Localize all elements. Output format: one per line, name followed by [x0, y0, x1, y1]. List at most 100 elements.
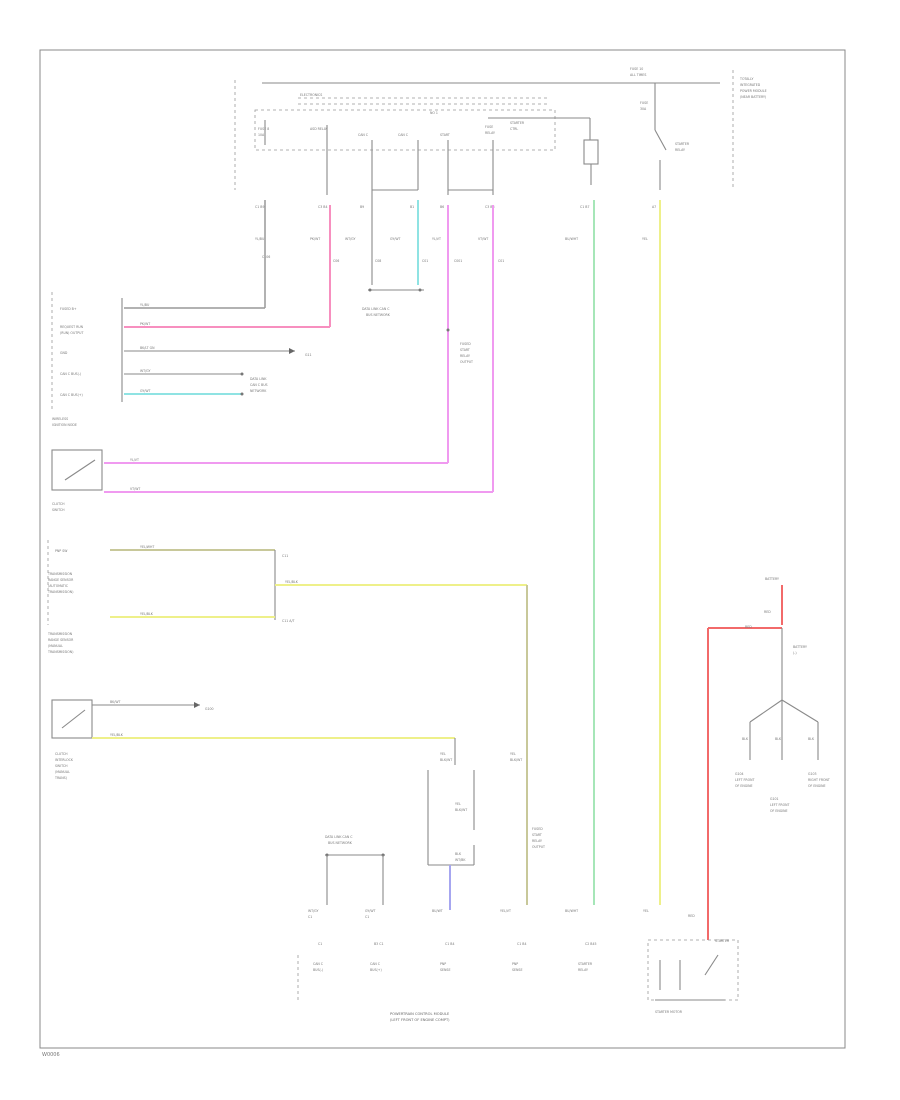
pcm-internal-circuit: YEL BLK/WT YEL BLK/WT BLK WT/BK YEL BLK/… [427, 752, 545, 910]
svg-text:WT/GY: WT/GY [308, 909, 318, 913]
svg-text:(MANUAL: (MANUAL [48, 644, 63, 648]
svg-text:POWER MODULE: POWER MODULE [740, 89, 767, 93]
can-c-splice: DATA LINK CAN C BUS NETWORK [362, 190, 424, 317]
svg-text:BLK/WT: BLK/WT [510, 758, 522, 762]
svg-text:FUSED: FUSED [460, 342, 471, 346]
svg-text:C1: C1 [308, 915, 312, 919]
svg-text:PNP: PNP [512, 962, 518, 966]
svg-text:C06: C06 [333, 259, 339, 263]
svg-text:A7: A7 [652, 205, 656, 209]
svg-text:START: START [532, 833, 542, 837]
svg-text:C3 B6: C3 B6 [485, 205, 494, 209]
svg-text:CAN C BUS: CAN C BUS [250, 383, 268, 387]
svg-text:BATTERY: BATTERY [765, 577, 779, 581]
svg-text:POWERTRAIN CONTROL MODULE: POWERTRAIN CONTROL MODULE [390, 1012, 450, 1016]
clutch-pedal-switch: CLUTCH SWITCH YL/VT VT/WT FUSED START RE… [51, 205, 494, 512]
svg-text:NETWORK: NETWORK [250, 389, 267, 393]
svg-text:BUS NETWORK: BUS NETWORK [366, 313, 391, 317]
svg-text:CLUTCH: CLUTCH [52, 502, 65, 506]
svg-text:OUTPUT: OUTPUT [532, 845, 545, 849]
svg-text:YL/VT: YL/VT [432, 237, 441, 241]
svg-text:CAN C: CAN C [398, 133, 409, 137]
svg-text:BUS(-): BUS(-) [313, 968, 323, 972]
svg-text:C1: C1 [318, 942, 322, 946]
svg-text:FUSE: FUSE [485, 125, 493, 129]
svg-text:START: START [460, 348, 470, 352]
svg-text:YL/VT: YL/VT [130, 458, 139, 462]
svg-text:YL/BU: YL/BU [140, 303, 150, 307]
svg-text:BLK: BLK [742, 737, 749, 741]
svg-text:YEL: YEL [642, 237, 648, 241]
battery-ground-network: BATTERY RED RED BATTERY (-) BLK BLK BLK … [735, 577, 830, 813]
svg-text:STARTER: STARTER [510, 121, 525, 125]
wireless-ignition-node: FUSED B+ REQUEST RUN (RUN) OUTPUT GND CA… [51, 200, 331, 427]
svg-text:LEFT FRONT: LEFT FRONT [770, 803, 789, 807]
svg-text:OUTPUT: OUTPUT [460, 360, 473, 364]
svg-text:CTRL: CTRL [510, 127, 518, 131]
svg-text:FUSED B+: FUSED B+ [60, 307, 77, 311]
svg-text:BLK: BLK [808, 737, 815, 741]
svg-text:RELAY: RELAY [578, 968, 588, 972]
svg-text:(LEFT FRONT OF ENGINE COMPT): (LEFT FRONT OF ENGINE COMPT) [390, 1018, 450, 1022]
svg-text:B9: B9 [360, 205, 364, 209]
svg-text:RED: RED [745, 625, 752, 629]
svg-text:ALL TIMES: ALL TIMES [630, 73, 646, 77]
svg-text:BUS NETWORK: BUS NETWORK [328, 841, 353, 845]
svg-text:REQUEST RUN: REQUEST RUN [60, 325, 84, 329]
svg-text:CLUTCH: CLUTCH [55, 752, 68, 756]
svg-text:TRANSMISSION: TRANSMISSION [47, 632, 73, 636]
svg-text:DATA LINK: DATA LINK [250, 377, 267, 381]
svg-text:SENSE: SENSE [512, 968, 522, 972]
svg-text:SWITCH: SWITCH [55, 764, 68, 768]
svg-text:BLK: BLK [775, 737, 782, 741]
svg-text:C1 B9: C1 B9 [255, 205, 264, 209]
svg-text:BU/WHT: BU/WHT [565, 909, 578, 913]
svg-text:OF ENGINE: OF ENGINE [735, 784, 753, 788]
svg-text:B6: B6 [440, 205, 444, 209]
diagram-border [39, 49, 846, 1049]
svg-text:TRANSMISSION: TRANSMISSION [47, 572, 73, 576]
svg-text:10A: 10A [258, 133, 265, 137]
svg-text:C1 B4: C1 B4 [445, 942, 454, 946]
svg-text:YEL: YEL [510, 752, 516, 756]
svg-text:CAN C BUS(-): CAN C BUS(-) [60, 372, 81, 376]
svg-text:(AUTOMATIC: (AUTOMATIC [48, 584, 69, 588]
svg-text:BU/WHT: BU/WHT [565, 237, 578, 241]
svg-text:C3 B4: C3 B4 [318, 205, 327, 209]
figure-code: W0006 [42, 1052, 60, 1058]
svg-text:NO 1: NO 1 [430, 111, 438, 115]
svg-text:G101: G101 [770, 797, 779, 801]
svg-text:CAN C: CAN C [313, 962, 324, 966]
svg-text:OF ENGINE: OF ENGINE [808, 784, 826, 788]
svg-text:START: START [440, 133, 450, 137]
svg-text:YEL/WHT: YEL/WHT [140, 545, 154, 549]
svg-text:SENSE: SENSE [440, 968, 450, 972]
svg-text:TRANS): TRANS) [54, 776, 67, 780]
svg-text:YEL/BLK: YEL/BLK [110, 733, 124, 737]
svg-text:VT/WT: VT/WT [478, 237, 488, 241]
clutch-interlock-switch: G100 BK/WT YEL/BLK CLUTCH INTERLOCK SWIT… [51, 699, 456, 780]
pcm-connector: WT/GY C1 GY/WT C1 BU/WT YEL/VT BU/WHT YE… [297, 909, 649, 1022]
svg-text:DATA LINK CAN C: DATA LINK CAN C [362, 307, 390, 311]
svg-text:(NEAR BATTERY): (NEAR BATTERY) [740, 95, 766, 99]
svg-text:RANGE SENSOR: RANGE SENSOR [48, 638, 74, 642]
svg-text:C106: C106 [262, 255, 270, 259]
svg-text:PK/WT: PK/WT [140, 322, 150, 326]
svg-text:GY/WT: GY/WT [140, 389, 150, 393]
svg-text:C1 B4: C1 B4 [517, 942, 526, 946]
svg-text:(RUN) OUTPUT: (RUN) OUTPUT [60, 331, 83, 335]
svg-text:BLK: BLK [455, 852, 462, 856]
svg-text:PNP: PNP [440, 962, 446, 966]
svg-text:CAN C: CAN C [370, 962, 381, 966]
svg-text:RELAY: RELAY [485, 131, 495, 135]
svg-text:SWITCH: SWITCH [52, 508, 65, 512]
svg-text:C08: C08 [375, 259, 381, 263]
svg-text:BATTERY: BATTERY [793, 645, 807, 649]
svg-text:C2 B45: C2 B45 [585, 942, 597, 946]
svg-text:BK/WT: BK/WT [110, 700, 121, 704]
svg-text:RELAY: RELAY [532, 839, 542, 843]
svg-text:C1: C1 [365, 915, 369, 919]
starter-motor: STARTER STARTER MOTOR RED [647, 627, 783, 1014]
svg-text:YEL/BLK: YEL/BLK [140, 612, 154, 616]
